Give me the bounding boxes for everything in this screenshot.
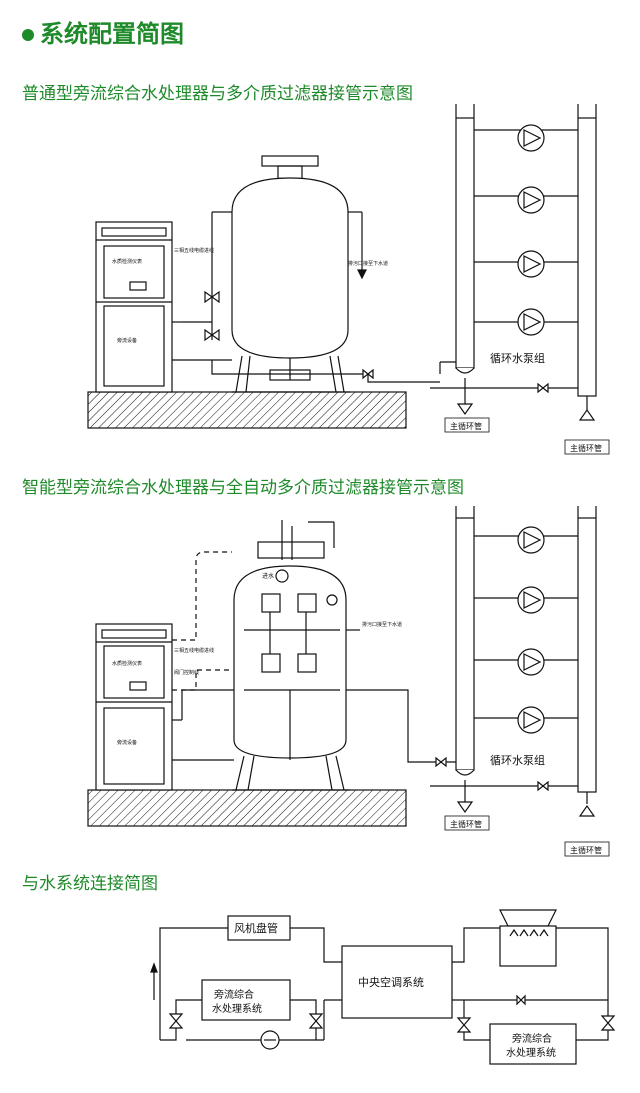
main-pipe-right-box	[564, 439, 610, 455]
page-title-text: 系统配置简图	[40, 20, 184, 48]
drain-label: 排污口接至下水道	[362, 621, 402, 628]
valve	[537, 382, 549, 394]
cable-label: 三相五线电缆进线	[174, 247, 214, 254]
ground-base	[87, 789, 407, 827]
cabinet-top-label: 水质检测仪表	[112, 660, 142, 667]
diagram-section1	[87, 104, 597, 429]
main-pipe-right-label: 主循环管	[570, 443, 602, 453]
main-pipe-left-label: 主循环管	[450, 421, 482, 431]
valve	[435, 756, 447, 768]
cabinet-bottom-label: 旁流设备	[117, 337, 137, 344]
main-pipe-left-label: 主循环管	[450, 819, 482, 829]
cabinet-top-label: 水质检测仪表	[112, 258, 142, 265]
control-cabinet	[95, 221, 173, 393]
cooling-tower-icon	[499, 909, 557, 967]
inlet-label: 进水	[262, 572, 274, 580]
central-ac-box	[341, 945, 453, 1019]
main-pipe-right-box	[564, 841, 610, 857]
main-pipe-left-box	[444, 417, 490, 433]
pump-group	[455, 506, 597, 817]
valve	[168, 1013, 184, 1029]
valve	[362, 368, 374, 380]
valve	[204, 328, 220, 342]
diagram-section2	[87, 506, 597, 827]
section2-title: 智能型旁流综合水处理器与全自动多介质过滤器接管示意图	[22, 478, 464, 498]
treatment-left-line2: 水处理系统	[212, 1002, 262, 1015]
drain-label: 排污口接至下水道	[348, 260, 388, 267]
section1-title: 普通型旁流综合水处理器与多介质过滤器接管示意图	[22, 84, 413, 104]
treatment-right-line2: 水处理系统	[506, 1046, 556, 1059]
main-pipe-right-label: 主循环管	[570, 845, 602, 855]
filter-tank	[232, 520, 350, 791]
valve	[537, 780, 549, 792]
treatment-right-line1: 旁流综合	[512, 1032, 552, 1045]
treatment-box-left	[201, 979, 291, 1021]
fan-coil-box	[227, 915, 291, 941]
valve	[600, 1015, 616, 1031]
valve	[308, 1013, 324, 1029]
main-pipe-left-box	[444, 815, 490, 831]
pump-group-label: 循环水泵组	[490, 351, 545, 365]
pump-group	[455, 104, 597, 421]
ground-base	[87, 391, 407, 429]
valve-control-label: 阀门控制线	[174, 669, 199, 676]
valve	[204, 290, 220, 304]
section3-title: 与水系统连接简图	[22, 874, 158, 894]
cabinet-bottom-label: 旁流设备	[117, 739, 137, 746]
page-title: 系统配置简图	[22, 14, 184, 49]
filter-tank	[211, 155, 363, 393]
cable-label: 三相五线电缆进线	[174, 647, 214, 654]
fan-coil-label: 风机盘管	[234, 921, 278, 935]
diagram-section3	[150, 909, 616, 1065]
treatment-left-line1: 旁流综合	[214, 988, 254, 1001]
valve	[456, 1017, 472, 1033]
control-cabinet	[95, 623, 173, 791]
treatment-box-right	[489, 1023, 577, 1065]
bullet-icon	[22, 29, 34, 41]
valve	[516, 994, 526, 1006]
pump-group-label: 循环水泵组	[490, 753, 545, 767]
central-ac-label: 中央空调系统	[358, 975, 424, 989]
